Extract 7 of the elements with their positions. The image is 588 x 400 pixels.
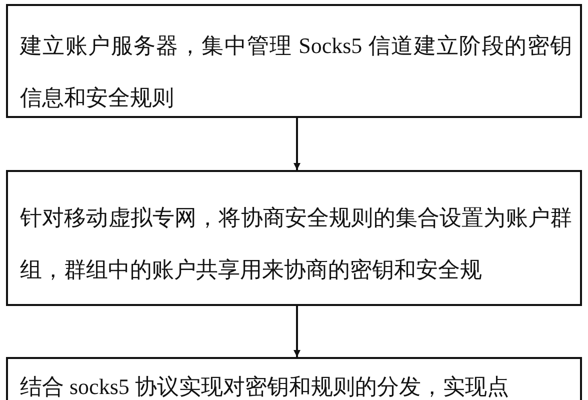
process-box xyxy=(6,4,582,118)
process-box xyxy=(6,170,582,306)
arrow xyxy=(294,118,300,170)
step-text: 建立账户服务器，集中管理 Socks5 信道建立阶段的密钥信息和安全规则 xyxy=(20,32,572,112)
arrow xyxy=(294,306,300,357)
step-text: 针对移动虚拟专网，将协商安全规则的集合设置为账户群组，群组中的账户共享用来协商的密钥和安全规 xyxy=(20,204,572,284)
step-text: 结合 socks5 协议实现对密钥和规则的分发，实现点 xyxy=(20,373,510,400)
